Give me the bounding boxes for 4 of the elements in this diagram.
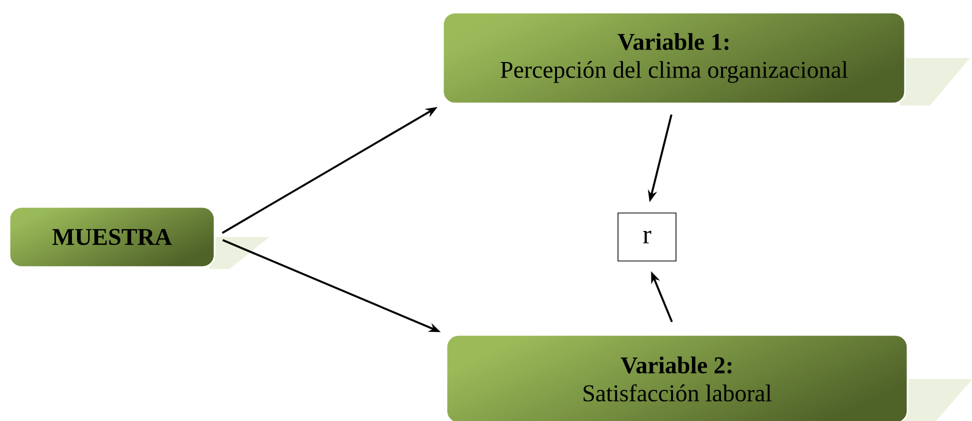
process-box: Variable 2: Satisfacción laboral — [446, 334, 908, 421]
process-box: MUESTRA — [8, 206, 216, 268]
result-box: r — [618, 212, 676, 262]
process-box: Variable 1: Percepción del clima organizacional — [442, 12, 906, 104]
